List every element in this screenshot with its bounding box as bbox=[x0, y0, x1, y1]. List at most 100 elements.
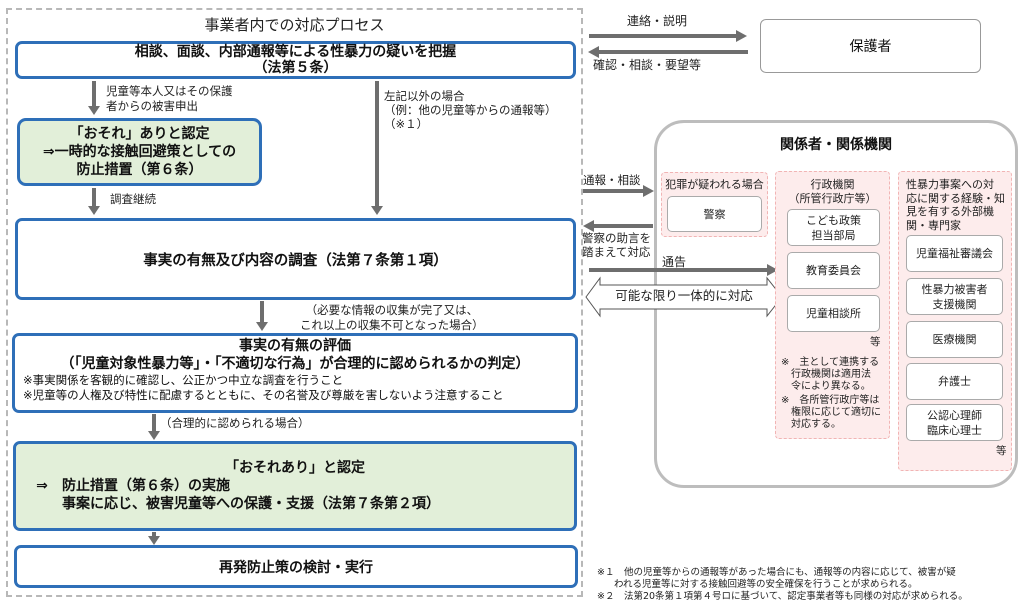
label-collected-line1: （必要な情報の収集が完了又は、 bbox=[305, 303, 479, 317]
process-title: 事業者内での対応プロセス bbox=[204, 16, 385, 34]
label-contact-explain: 連絡・説明 bbox=[627, 14, 688, 28]
agency-medical: 医療機関 bbox=[906, 321, 1003, 358]
arrow-victim-report-head bbox=[88, 106, 100, 115]
admin-note1: ※ 主として連携する 行政機関は適用法 令により異なる。 bbox=[781, 357, 879, 393]
related-parties-title: 関係者・関係機関 bbox=[780, 137, 892, 153]
box5-measures-row: ⇒ 防止措置（第６条）の実施 bbox=[16, 477, 574, 495]
agency-children-policy-line1: こども政策 bbox=[806, 213, 861, 227]
label-victim-report-line1: 児童等本人又はその保護 bbox=[106, 84, 233, 98]
footnote-1-line2: われる児童等に対する接触回避等の安全確保を行うことが求められる。 bbox=[614, 579, 918, 590]
experts-etc: 等 bbox=[996, 445, 1007, 457]
arrow-other-case-shaft bbox=[375, 81, 379, 207]
footnote-2: ※２ 法第20条第１項第４号ロに基づいて、認定事業者等も同様の対応が求められる。 bbox=[597, 591, 968, 602]
arrow-notify-head bbox=[767, 264, 778, 276]
arrow-from-guardian-head bbox=[588, 46, 599, 58]
admin-header: 行政機関 （所管行政庁等） bbox=[775, 178, 890, 206]
box5-line1: 「おそれあり」と認定 bbox=[225, 460, 365, 476]
arrow-to-guardian-head bbox=[736, 30, 747, 42]
arrow-evaluation-shaft bbox=[260, 301, 264, 323]
label-continue: 調査継続 bbox=[110, 192, 156, 206]
box-suspicion-detection: 相談、面談、内部通報等による性暴力の疑いを把握 （法第５条） bbox=[15, 41, 576, 79]
box5-line3: 事案に応じ、被害児童等への保護・支援（法第７条第２項） bbox=[62, 496, 440, 512]
admin-note1-line2: 行政機関は適用法 bbox=[791, 369, 871, 380]
label-notify: 通告 bbox=[662, 255, 687, 269]
label-other-case-line1: 左記以外の場合 bbox=[384, 89, 465, 103]
agency-lawyer: 弁護士 bbox=[906, 363, 1003, 400]
box4-note2: ※児童等の人権及び特性に配慮するとともに、その名誉及び尊厳を害しないよう注意する… bbox=[23, 388, 504, 402]
admin-etc: 等 bbox=[870, 336, 881, 348]
agency-victim-support: 性暴力被害者 支援機関 bbox=[906, 278, 1003, 315]
agency-child-guidance-center: 児童相談所 bbox=[787, 295, 880, 332]
label-police-advice-line2: 踏まえて対応 bbox=[582, 245, 651, 259]
label-police-advice: 警察の助言を 踏まえて対応 bbox=[582, 231, 651, 259]
experts-header-line4: 関・専門家 bbox=[906, 218, 961, 232]
admin-note2-line1: ※ 各所管行政庁等は bbox=[781, 395, 880, 406]
box2-line1: 「おそれ」ありと認定 bbox=[69, 126, 210, 142]
arrow-police-advice-shaft bbox=[594, 224, 653, 228]
label-reasonable: （合理的に認められる場合） bbox=[160, 416, 310, 430]
arrow-police-advice-head bbox=[583, 220, 594, 232]
arrow-to-guardian-shaft bbox=[589, 34, 737, 38]
experts-header-line3: 見を有する外部機 bbox=[906, 205, 994, 218]
process-frame bbox=[6, 8, 583, 597]
arrow-victim-report-shaft bbox=[92, 81, 96, 107]
box-fact-evaluation: 事実の有無の評価 （「児童対象性暴力等」・「不適切な行為」が合理的に認められるか… bbox=[12, 333, 578, 413]
agency-psychologist-line1: 公認心理師 bbox=[927, 408, 982, 422]
box3-text: 事実の有無及び内容の調査（法第７条第１項） bbox=[143, 252, 448, 269]
label-other-case-line3: （※１） bbox=[384, 117, 429, 131]
arrow-other-case-head bbox=[371, 206, 383, 215]
arrow-reasonable-shaft bbox=[152, 414, 156, 432]
label-report-consult: 通報・相談 bbox=[583, 173, 641, 187]
label-victim-report: 児童等本人又はその保護 者からの被害申出 bbox=[106, 84, 233, 114]
agency-psychologist: 公認心理師 臨床心理士 bbox=[906, 404, 1003, 441]
box4-note1: ※事実関係を客観的に確認し、公正かつ中立な調査を行うこと bbox=[23, 373, 344, 387]
experts-header-line1: 性暴力事案への対 bbox=[906, 178, 994, 191]
arrow-evaluation-head bbox=[256, 322, 268, 331]
crime-header: 犯罪が疑われる場合 bbox=[665, 178, 764, 191]
admin-header-line2: （所管行政庁等） bbox=[788, 192, 877, 205]
box-recognized-risk: 「おそれあり」と認定 ⇒ 防止措置（第６条）の実施 事案に応じ、被害児童等への保… bbox=[13, 441, 577, 531]
box2-line3: 防止措置（第６条） bbox=[76, 162, 203, 178]
box-fact-investigation: 事実の有無及び内容の調査（法第７条第１項） bbox=[15, 218, 576, 300]
box-provisional-measures: 「おそれ」ありと認定 ⇒一時的な接触回避策としての 防止措置（第６条） bbox=[17, 118, 262, 186]
label-other-case: 左記以外の場合 （例：他の児童等からの通報等） （※１） bbox=[384, 89, 557, 131]
arrow-prevention-shaft bbox=[152, 532, 156, 537]
implies-icon: ⇒ bbox=[36, 478, 48, 494]
admin-note2-line2: 権限に応じて適切に bbox=[791, 407, 881, 418]
admin-note1-line3: 令により異なる。 bbox=[791, 381, 871, 392]
box1-line2: （法第５条） bbox=[253, 60, 338, 76]
agency-children-policy-dept: こども政策 担当部局 bbox=[787, 209, 880, 246]
box4-line2: （「児童対象性暴力等」・「不適切な行為」が合理的に認められるかの判定） bbox=[60, 356, 530, 372]
box2-line2: ⇒一時的な接触回避策としての bbox=[42, 144, 237, 160]
agency-psychologist-line2: 臨床心理士 bbox=[927, 423, 982, 437]
label-collected: （必要な情報の収集が完了又は、 これ以上の収集不可となった場合） bbox=[300, 303, 484, 333]
box6-text: 再発防止策の検討・実行 bbox=[219, 559, 373, 576]
arrow-from-guardian-shaft bbox=[598, 50, 748, 54]
arrow-reasonable-head bbox=[148, 431, 160, 440]
experts-header: 性暴力事案への対 応に関する経験・知 見を有する外部機 関・専門家 bbox=[906, 178, 1005, 232]
arrow-notify-shaft bbox=[589, 268, 767, 272]
agency-children-policy-line2: 担当部局 bbox=[811, 228, 856, 242]
admin-header-line1: 行政機関 bbox=[810, 178, 855, 191]
guardian-box: 保護者 bbox=[760, 19, 981, 73]
arrow-continue-head bbox=[88, 206, 100, 215]
box-recurrence-prevention: 再発防止策の検討・実行 bbox=[14, 545, 578, 588]
admin-note1-line1: ※ 主として連携する bbox=[781, 357, 880, 368]
agency-police: 警察 bbox=[667, 196, 762, 232]
label-other-case-line2: （例：他の児童等からの通報等） bbox=[384, 103, 557, 117]
agency-board-of-education: 教育委員会 bbox=[787, 252, 880, 289]
admin-note2-line3: 対応する。 bbox=[791, 419, 841, 430]
agency-victim-support-line2: 支援機関 bbox=[932, 297, 977, 311]
label-police-advice-line1: 警察の助言を bbox=[582, 231, 651, 245]
label-unified-response: 可能な限り一体的に対応 bbox=[615, 288, 753, 303]
footnote-1-line1: ※１ 他の児童等からの通報等があった場合にも、通報等の内容に応じて、被害が疑 bbox=[597, 567, 956, 578]
label-victim-report-line2: 者からの被害申出 bbox=[106, 99, 198, 113]
admin-note2: ※ 各所管行政庁等は 権限に応じて適切に 対応する。 bbox=[781, 395, 881, 431]
agency-child-welfare-council: 児童福祉審議会 bbox=[906, 235, 1003, 272]
arrow-report-shaft bbox=[583, 189, 643, 193]
agency-victim-support-line1: 性暴力被害者 bbox=[921, 282, 988, 296]
box4-line1: 事実の有無の評価 bbox=[239, 338, 351, 354]
label-confirm-consult: 確認・相談・要望等 bbox=[593, 58, 702, 72]
arrow-report-head bbox=[643, 185, 654, 197]
label-collected-line2: これ以上の収集不可となった場合） bbox=[300, 318, 484, 332]
